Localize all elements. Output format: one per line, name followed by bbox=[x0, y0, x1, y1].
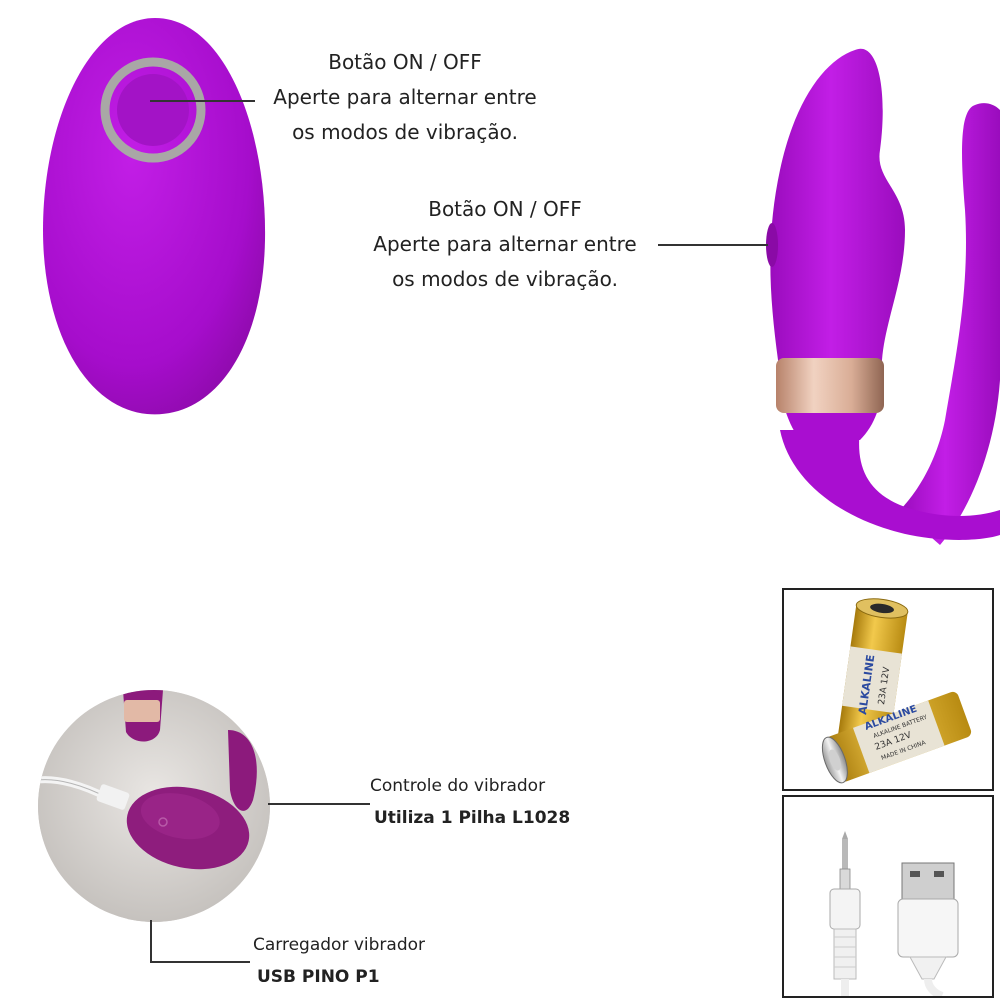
remote-callout-line3: os modos de vibração. bbox=[292, 120, 518, 144]
charger-callout-detail: USB PINO P1 bbox=[257, 967, 380, 987]
remote-control-image bbox=[35, 10, 275, 430]
remote-callout-line2: Aperte para alternar entre bbox=[273, 85, 537, 109]
device-callout-title: Botão ON / OFF bbox=[428, 197, 582, 221]
remote-power-button[interactable] bbox=[105, 62, 201, 158]
controller-photo bbox=[38, 690, 270, 922]
remote-callout-line bbox=[150, 100, 255, 102]
usb-connector bbox=[897, 862, 959, 996]
device-callout-line2: Aperte para alternar entre bbox=[373, 232, 637, 256]
device-callout: Botão ON / OFF Aperte para alternar entr… bbox=[355, 192, 655, 297]
controller-callout-detail: Utiliza 1 Pilha L1028 bbox=[374, 808, 571, 828]
charger-callout-title: Carregador vibrador bbox=[253, 935, 426, 955]
charger-cable-frame bbox=[782, 795, 994, 998]
remote-callout: Botão ON / OFF Aperte para alternar entr… bbox=[255, 45, 555, 150]
remote-power-button-ring bbox=[100, 57, 206, 163]
p1-pin-connector bbox=[829, 831, 861, 996]
vibrator-device-image bbox=[760, 40, 1000, 560]
controller-callout-title: Controle do vibrador bbox=[370, 776, 546, 796]
controller-callout-line bbox=[268, 803, 370, 805]
device-callout-line3: os modos de vibração. bbox=[392, 267, 618, 291]
remote-callout-title: Botão ON / OFF bbox=[328, 50, 482, 74]
batteries-frame: ALKALINE 23A 12V ALKALINE ALKALINE BATTE… bbox=[782, 588, 994, 791]
device-callout-line bbox=[658, 244, 768, 246]
charger-callout-line-horizontal bbox=[150, 961, 250, 963]
charger-callout-line-vertical bbox=[150, 920, 152, 962]
